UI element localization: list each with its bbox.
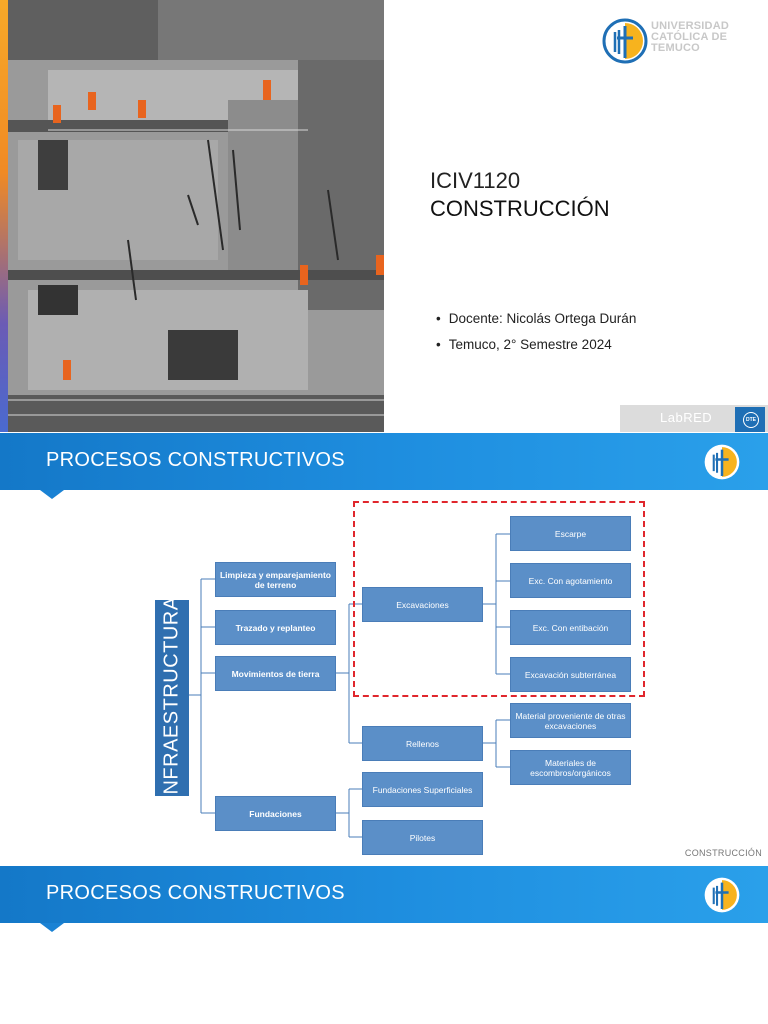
node-exc-agotamiento: Exc. Con agotamiento (510, 563, 631, 598)
node-escarpe: Escarpe (510, 516, 631, 551)
root-label: INFRAESTRUCTURA (160, 595, 183, 801)
slide-title: PROCESOS CONSTRUCTIVOS (46, 882, 345, 904)
node-pilotes: Pilotes (362, 820, 483, 855)
slide-title: PROCESOS CONSTRUCTIVOS (46, 449, 345, 471)
course-info-list: Docente: Nicolás Ortega Durán Temuco, 2°… (436, 306, 637, 358)
header-notch (40, 490, 64, 499)
highlight-box (353, 501, 645, 697)
node-escombros: Materiales de escombros/orgánicos (510, 750, 631, 785)
header-logo-icon (703, 876, 741, 919)
university-logo-icon (602, 18, 648, 69)
university-name: UNIVERSIDAD CATÓLICA DE TEMUCO (651, 21, 729, 54)
university-line-2: CATÓLICA DE (651, 31, 728, 43)
node-fundaciones: Fundaciones (215, 796, 336, 831)
footer-label: CONSTRUCCIÓN (684, 848, 762, 858)
course-name: CONSTRUCCIÓN (430, 196, 610, 221)
university-line-3: TEMUCO (651, 42, 700, 54)
diagram-slide: PROCESOS CONSTRUCTIVOS INFRAESTRUCTU (0, 433, 768, 865)
root-node: INFRAESTRUCTURA (155, 596, 189, 800)
title-slide: UNIVERSIDAD CATÓLICA DE TEMUCO ICIV1120 … (0, 0, 768, 432)
header-band: PROCESOS CONSTRUCTIVOS (0, 433, 768, 490)
semester-bullet: Temuco, 2° Semestre 2024 (436, 332, 636, 358)
node-exc-entibacion: Exc. Con entibación (510, 610, 631, 645)
node-fundaciones-superficiales: Fundaciones Superficiales (362, 772, 483, 807)
node-material-excavaciones: Material proveniente de otras excavacion… (510, 703, 631, 738)
dte-icon: DTE (743, 412, 759, 428)
header-notch (40, 923, 64, 932)
node-rellenos: Rellenos (362, 726, 483, 761)
header-band: PROCESOS CONSTRUCTIVOS (0, 866, 768, 923)
node-limpieza: Limpieza y emparejamiento de terreno (215, 562, 336, 597)
accent-bar (0, 0, 8, 432)
node-exc-subterranea: Excavación subterránea (510, 657, 631, 692)
course-code: ICIV1120 (430, 168, 521, 193)
university-line-1: UNIVERSIDAD (651, 20, 729, 32)
construction-photo (8, 0, 384, 432)
node-movimientos: Movimientos de tierra (215, 656, 336, 691)
next-slide: PROCESOS CONSTRUCTIVOS (0, 866, 768, 1024)
diagram-connectors (189, 533, 510, 838)
teacher-bullet: Docente: Nicolás Ortega Durán (436, 306, 637, 332)
node-trazado: Trazado y replanteo (215, 610, 336, 645)
lab-logo-text: LabRED (660, 410, 713, 425)
header-logo-icon (703, 443, 741, 486)
node-excavaciones: Excavaciones (362, 587, 483, 622)
